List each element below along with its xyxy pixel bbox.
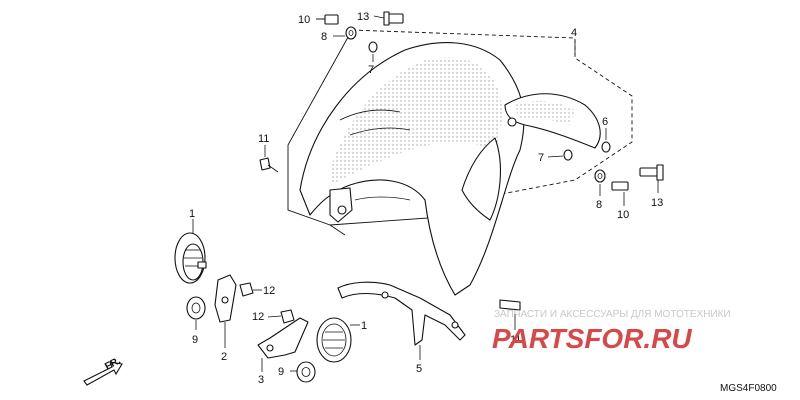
callout-7-right: 7: [538, 152, 544, 164]
callout-11-left: 11: [258, 133, 269, 145]
nut-12-lower: [280, 309, 295, 324]
callout-9-lower: 9: [278, 366, 284, 378]
grommet-7-top: [368, 41, 378, 53]
callout-3: 3: [258, 374, 264, 386]
front-marker-label: FR.: [103, 355, 123, 372]
bolt-10-top: [316, 14, 339, 25]
callout-10-right: 10: [617, 209, 629, 221]
fender-stay: [337, 281, 466, 346]
callout-8-right: 8: [596, 199, 602, 211]
grommet-9-lower: [296, 361, 316, 383]
bolt-11-left: [259, 157, 279, 173]
callout-11-right: 11: [510, 334, 521, 346]
grommet-6: [601, 141, 611, 153]
nut-12-top: [239, 282, 254, 297]
diagram-code: MGS4F0800: [720, 383, 777, 394]
grommet-7-right: [563, 149, 573, 161]
reflector-right: [316, 317, 352, 363]
watermark-tagline: ЗАПЧАСТИ И АКСЕССУАРЫ ДЛЯ МОТОТЕХНИКИ: [494, 309, 731, 320]
callout-9-left: 9: [192, 334, 198, 346]
callout-1-right: 1: [361, 320, 367, 332]
callout-12-lower: 12: [252, 311, 264, 323]
front-fender: [299, 42, 601, 296]
callout-7-top: 7: [368, 64, 374, 76]
front-direction-arrow: FR.: [83, 355, 123, 386]
bolt-13-top: [383, 11, 404, 26]
callout-1-left: 1: [189, 208, 195, 220]
washer-8-right: [594, 169, 606, 183]
reflector-left: [174, 232, 207, 284]
watermark-logo: PARTSFOR.RU: [492, 323, 692, 354]
bracket-left: [214, 274, 237, 323]
bolt-13-right: [639, 164, 664, 181]
callout-12-top: 12: [263, 285, 275, 297]
grommet-9-left: [186, 296, 206, 320]
washer-8-top: [345, 26, 357, 40]
watermark: ЗАПЧАСТИ И АКСЕССУАРЫ ДЛЯ МОТОТЕХНИКИ PA…: [492, 309, 731, 354]
callout-labels: 10 8 13 4 7 6 7 11 8 10 13 1 12 12 1 9 2…: [189, 11, 663, 386]
callout-6: 6: [602, 116, 608, 128]
callout-8-top: 8: [321, 31, 327, 43]
bolt-11-right: [499, 299, 521, 311]
callout-2: 2: [221, 351, 227, 363]
callout-5: 5: [416, 363, 422, 375]
callout-13-top: 13: [357, 11, 369, 23]
bracket-lower: [257, 317, 309, 359]
leader-lines: [192, 15, 659, 372]
callout-13-right: 13: [651, 197, 663, 209]
callout-4: 4: [571, 27, 577, 39]
callout-10-top: 10: [298, 14, 310, 26]
bolt-10-right: [611, 181, 629, 191]
